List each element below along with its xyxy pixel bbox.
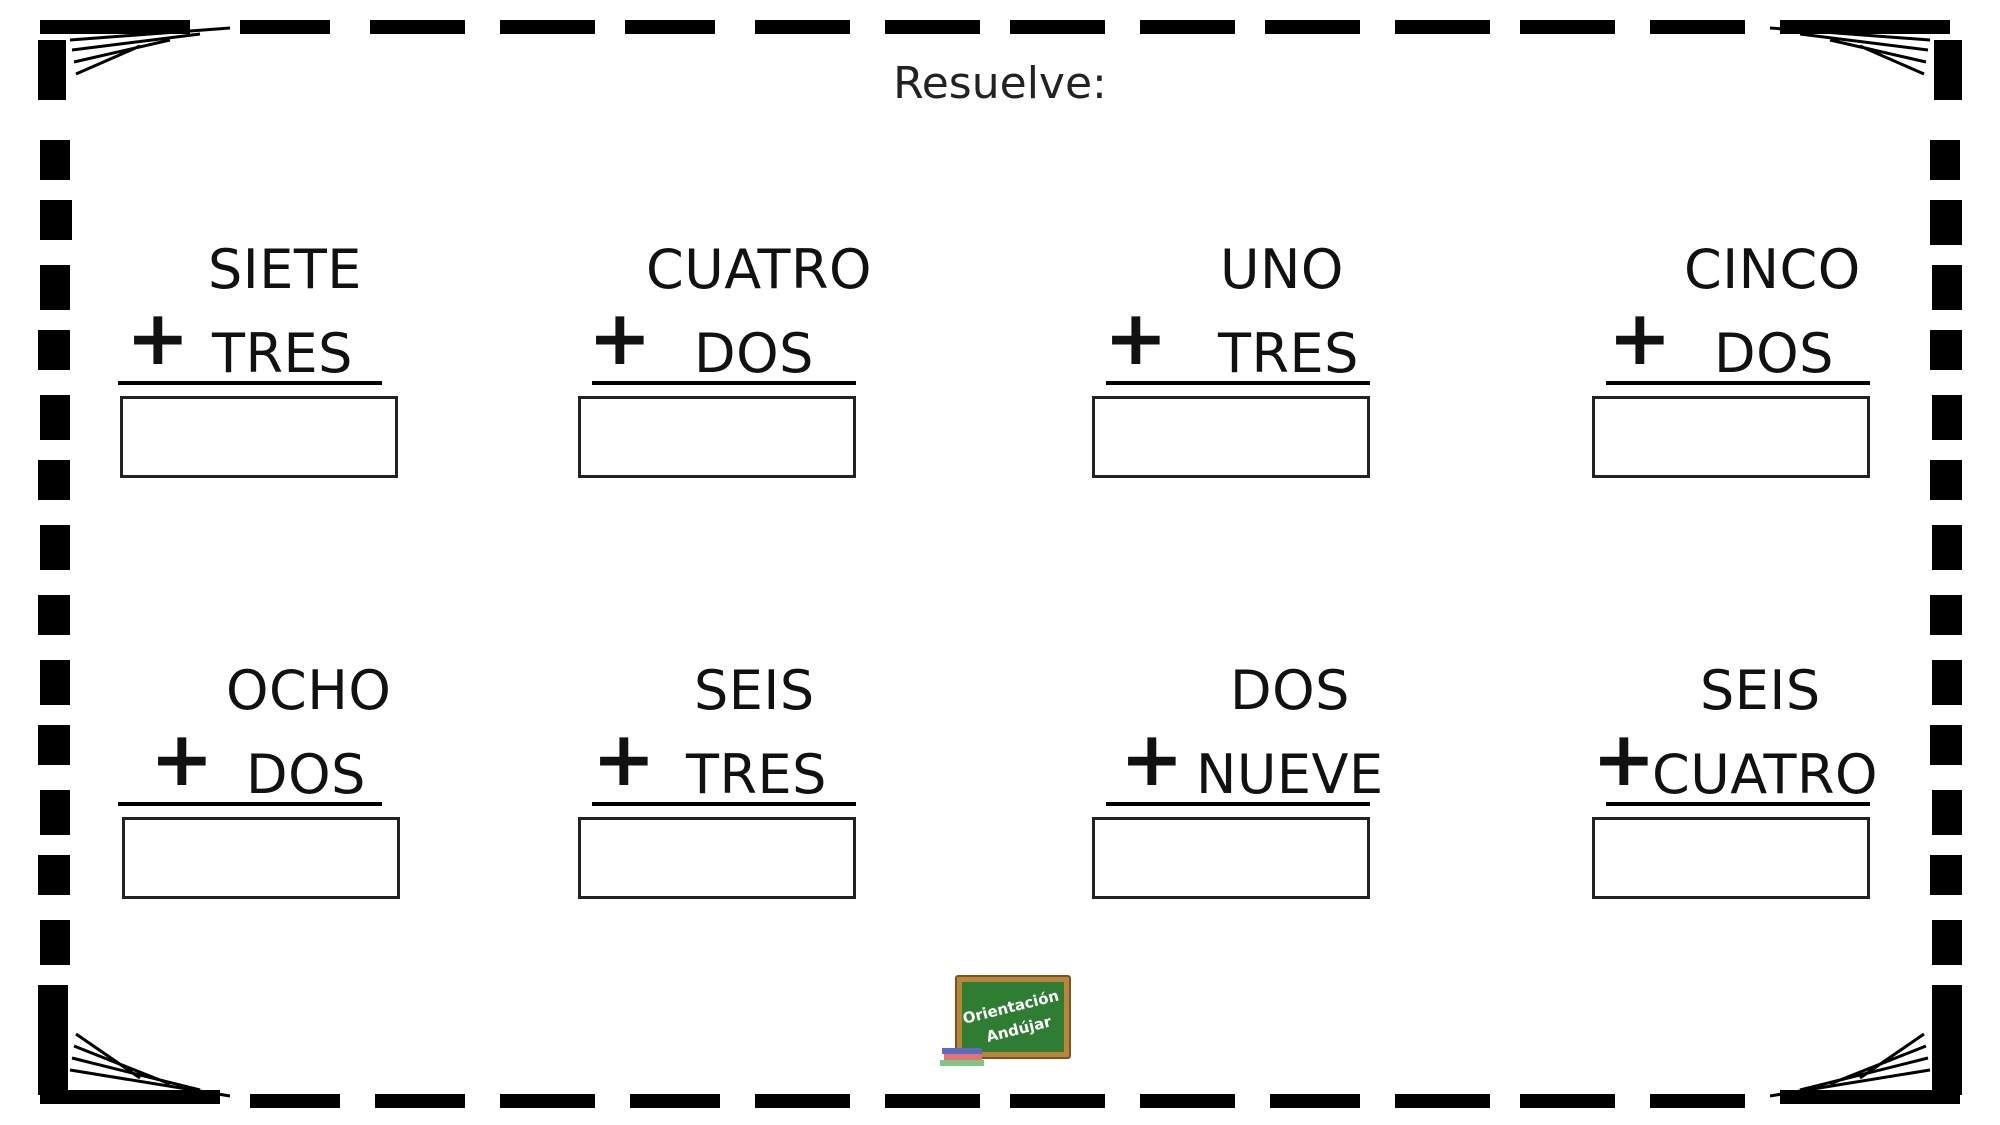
plus-sign: +	[588, 293, 652, 382]
addend-bottom: TRES	[686, 743, 827, 806]
answer-box[interactable]	[578, 817, 856, 899]
addend-bottom: DOS	[1714, 322, 1834, 385]
plus-sign: +	[592, 714, 656, 803]
sum-line	[592, 381, 856, 385]
page-title: Resuelve:	[893, 58, 1107, 109]
plus-sign: +	[1608, 293, 1672, 382]
addend-bottom: TRES	[212, 322, 353, 385]
answer-box[interactable]	[1592, 817, 1870, 899]
sum-line	[118, 802, 382, 806]
addend-bottom: DOS	[694, 322, 814, 385]
sum-line	[1606, 381, 1870, 385]
sum-line	[592, 802, 856, 806]
answer-box[interactable]	[1092, 396, 1370, 478]
plus-sign: +	[150, 714, 214, 803]
sum-line	[1106, 381, 1370, 385]
addition-problem-6: SEIS + TRES	[578, 659, 878, 919]
addend-bottom: DOS	[246, 743, 366, 806]
sum-line	[1606, 802, 1870, 806]
books-icon	[940, 1048, 984, 1066]
addend-bottom: CUATRO	[1652, 743, 1878, 806]
addend-bottom: NUEVE	[1196, 743, 1384, 806]
sum-line	[1106, 802, 1370, 806]
addend-bottom: TRES	[1218, 322, 1359, 385]
addition-problem-8: SEIS + CUATRO	[1592, 659, 1892, 919]
answer-box[interactable]	[1592, 396, 1870, 478]
sum-line	[118, 381, 382, 385]
answer-box[interactable]	[120, 396, 398, 478]
addition-problem-3: UNO + TRES	[1092, 238, 1392, 498]
addend-top: UNO	[1220, 238, 1344, 301]
addend-top: SEIS	[1700, 659, 1821, 722]
addend-top: SIETE	[208, 238, 362, 301]
plus-sign: +	[1104, 293, 1168, 382]
addition-problem-2: CUATRO + DOS	[578, 238, 878, 498]
plus-sign: +	[126, 293, 190, 382]
addend-top: OCHO	[226, 659, 392, 722]
plus-sign: +	[1120, 714, 1184, 803]
addition-problem-4: CINCO + DOS	[1592, 238, 1892, 498]
addition-problem-5: OCHO + DOS	[118, 659, 418, 919]
chalkboard-logo: Orientación Andújar	[940, 975, 1071, 1066]
addend-top: CINCO	[1684, 238, 1861, 301]
addend-top: SEIS	[694, 659, 815, 722]
addition-problem-1: SIETE + TRES	[118, 238, 418, 498]
answer-box[interactable]	[578, 396, 856, 478]
addend-top: DOS	[1230, 659, 1350, 722]
addend-top: CUATRO	[646, 238, 872, 301]
answer-box[interactable]	[122, 817, 400, 899]
plus-sign: +	[1592, 714, 1656, 803]
addition-problem-7: DOS + NUEVE	[1092, 659, 1392, 919]
logo-board	[962, 982, 1064, 1052]
answer-box[interactable]	[1092, 817, 1370, 899]
